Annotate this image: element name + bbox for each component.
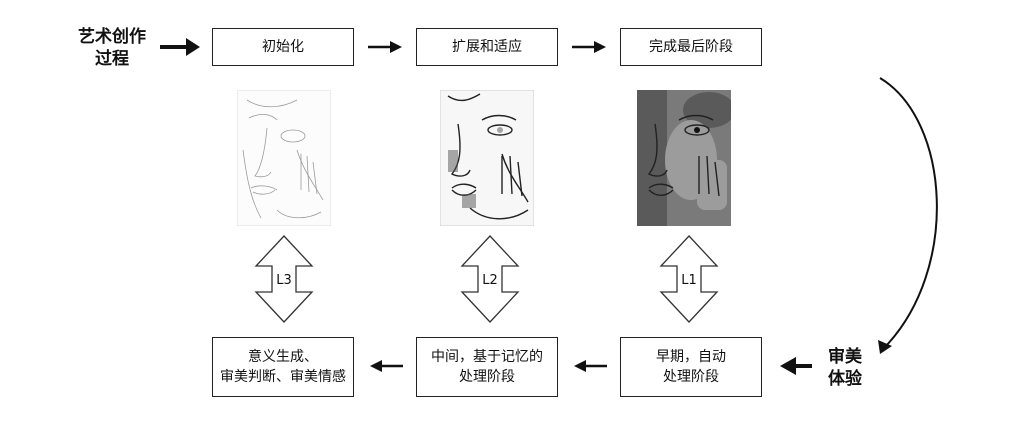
- stage-intermediate-line2: 处理阶段: [459, 369, 515, 385]
- arrow-right-icon: [368, 41, 402, 53]
- step-label-expansion: 扩展和适应: [452, 39, 522, 55]
- stage-early-line2: 处理阶段: [663, 369, 719, 385]
- stage-meaning-line1: 意义生成、: [248, 349, 318, 365]
- step-label-finalization: 完成最后阶段: [649, 39, 733, 55]
- double-vertical-arrow-icon: [659, 235, 719, 323]
- curved-arrow-icon: [878, 77, 938, 354]
- level-label-l2: L2: [482, 273, 498, 288]
- sketch-initial-image: [237, 90, 331, 226]
- arrow-right-icon: [572, 41, 606, 53]
- step-box-finalization: 完成最后阶段: [620, 28, 762, 66]
- arrow-left-icon: [574, 360, 607, 372]
- aesthetic-experience-label: 审美 体验: [820, 346, 870, 390]
- stage-box-meaning: 意义生成、 审美判断、审美情感: [212, 337, 354, 397]
- sketch-expansion-image: [440, 90, 534, 226]
- arrow-left-icon: [370, 360, 403, 372]
- stage-early-line1: 早期，自动: [656, 349, 726, 365]
- stage-box-intermediate: 中间，基于记忆的 处理阶段: [416, 337, 558, 397]
- stage-box-early: 早期，自动 处理阶段: [620, 337, 762, 397]
- step-label-initialization: 初始化: [262, 39, 304, 55]
- step-box-expansion: 扩展和适应: [416, 28, 558, 66]
- stage-intermediate-line1: 中间，基于记忆的: [431, 349, 543, 365]
- creation-label-line2: 过程: [95, 49, 129, 69]
- sketch-final-image: [637, 90, 731, 226]
- creation-label-line1: 艺术创作: [78, 27, 146, 47]
- step-box-initialization: 初始化: [212, 28, 354, 66]
- experience-label-line1: 审美: [828, 347, 862, 367]
- arrow-right-icon: [160, 38, 200, 56]
- creation-process-label: 艺术创作 过程: [74, 26, 150, 70]
- experience-label-line2: 体验: [828, 369, 862, 389]
- arrow-left-icon: [780, 357, 812, 375]
- stage-meaning-line2: 审美判断、审美情感: [220, 369, 346, 385]
- double-vertical-arrow-icon: [254, 235, 314, 323]
- double-vertical-arrow-icon: [460, 235, 520, 323]
- level-label-l3: L3: [276, 273, 292, 288]
- level-label-l1: L1: [681, 273, 697, 288]
